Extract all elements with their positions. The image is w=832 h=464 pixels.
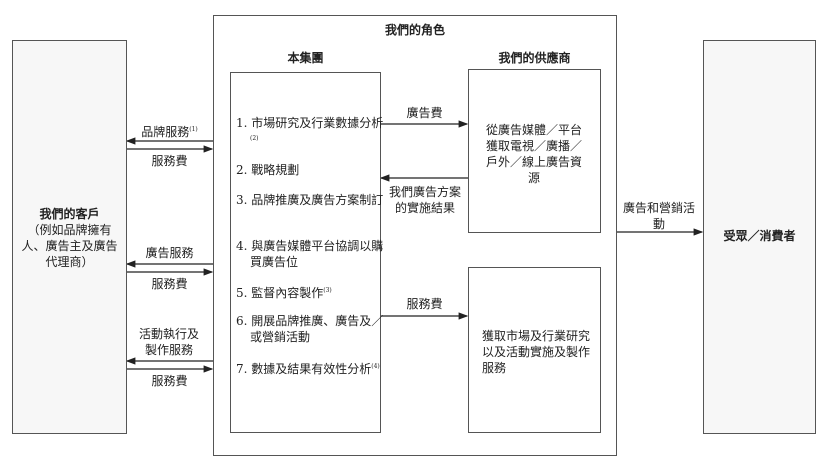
label-fee-2: 服務費 [151,277,188,291]
group-title: 本集團 [287,51,324,65]
group-item: 7. 數據及結果有效性分析(4) [236,362,380,376]
role-box [213,15,617,456]
customer-title: 我們的客戶 [39,207,100,221]
supplier-media-text: 從廣告媒體／平台獲取電視／廣播／戶外／線上廣告資源 [485,123,582,185]
label-event-service: 活動執行及製作服務 [138,327,199,357]
group-item: 1. 市場研究及行業數據分析(2) [236,116,384,142]
supplier-services-box [468,267,601,433]
supplier-media-box [468,69,601,233]
label-brand-service: 品牌服務(1) [141,125,198,139]
label-marketing: 廣告和營銷活動 [622,201,695,231]
customer-box [12,40,127,434]
label-results: 我們廣告方案的實施結果 [388,185,461,215]
supplier-services-text: 獲取市場及行業研究以及活動實施及製作服務 [482,329,591,375]
suppliers-title: 我們的供應商 [498,51,571,65]
group-item: 6. 開展品牌推廣、廣告及／或營銷活動 [236,314,384,344]
group-item: 5. 監督內容製作(3) [236,286,332,300]
group-item: 2. 戰略規劃 [236,163,300,177]
customer-text: 我們的客戶 （例如品牌擁有人、廣告主及廣告代理商） [16,206,123,270]
label-fee-1: 服務費 [151,154,188,168]
label-supplier-fee: 服務費 [406,297,443,311]
label-ad-service: 廣告服務 [145,246,194,260]
audience-title: 受眾／消費者 [723,229,796,243]
role-title: 我們的角色 [384,23,445,37]
group-item: 4. 與廣告媒體平台協調以購買廣告位 [236,239,384,269]
group-item: 3. 品牌推廣及廣告方案制訂 [236,193,384,207]
label-ad-fee: 廣告費 [406,106,443,120]
group-box [230,72,381,433]
audience-box [703,40,816,434]
label-fee-3: 服務費 [151,374,188,388]
customer-desc: （例如品牌擁有人、廣告主及廣告代理商） [21,223,118,269]
